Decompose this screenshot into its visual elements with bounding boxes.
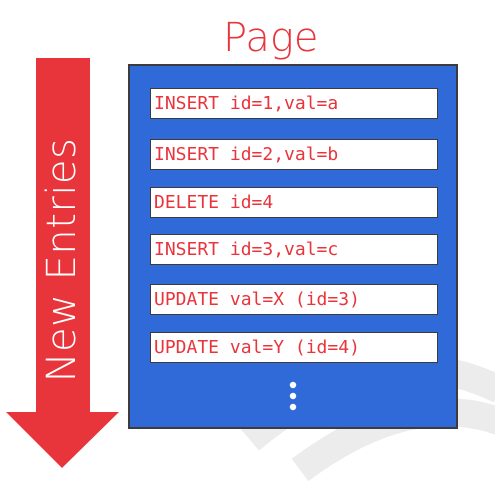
vertical-ellipsis-icon	[289, 381, 297, 411]
page-box: INSERT id=1,val=a INSERT id=2,val=b DELE…	[128, 64, 458, 429]
page-title: Page	[223, 15, 319, 61]
log-entry-4: INSERT id=3,val=c	[150, 234, 438, 265]
log-entry-6: UPDATE val=Y (id=4)	[150, 332, 438, 363]
arrow-shape	[6, 58, 119, 468]
log-entry-3: DELETE id=4	[150, 187, 438, 218]
log-entry-5: UPDATE val=X (id=3)	[150, 284, 438, 315]
arrow-label: New Entries	[39, 137, 85, 383]
log-entry-2: INSERT id=2,val=b	[150, 139, 438, 170]
log-entry-1: INSERT id=1,val=a	[150, 88, 438, 119]
